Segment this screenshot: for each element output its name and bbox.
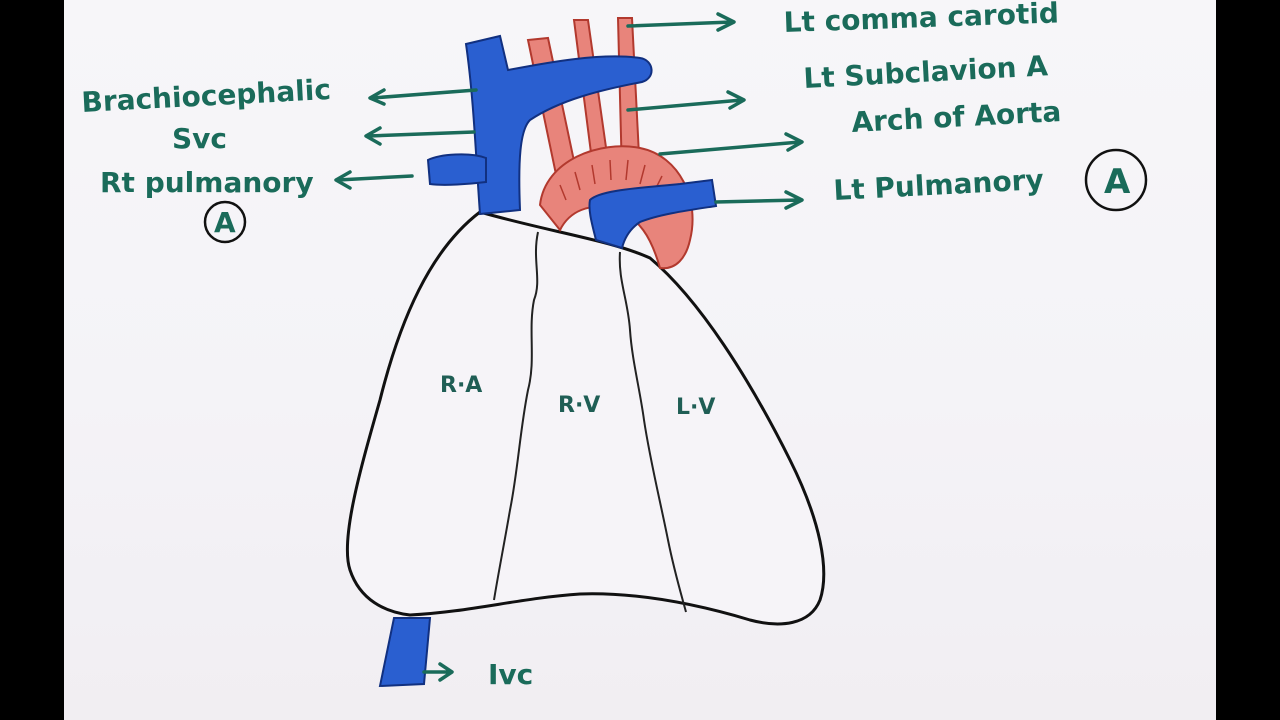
label-right-ventricle: R·V (558, 393, 600, 418)
label-lt-pulmonary: Lt Pulmanory (833, 163, 1045, 207)
label-rt-pulmonary-circle: A (214, 206, 236, 239)
left-pulmonary-artery (588, 178, 718, 250)
label-arch-of-aorta: Arch of Aorta (851, 95, 1062, 139)
heart-outline (345, 210, 826, 626)
label-lt-pulmonary-circle: A (1104, 162, 1131, 202)
letterbox-right (1216, 0, 1280, 720)
arrow-brachiocephalic (368, 88, 478, 106)
arrow-lt-subclavian (626, 90, 746, 112)
arrow-lt-common-carotid (626, 12, 736, 32)
label-left-ventricle: L·V (676, 395, 715, 420)
label-right-atrium: R·A (440, 373, 482, 398)
arrows (334, 12, 804, 682)
label-rt-pulmonary: Rt pulmanory (100, 166, 314, 199)
right-pulmonary-artery (426, 153, 487, 186)
interatrial-septum (493, 231, 539, 601)
arrow-rt-pulmonary (334, 170, 414, 190)
arrow-svc (364, 126, 476, 146)
interventricular-septum (618, 251, 687, 613)
label-ivc: Ivc (488, 658, 533, 691)
arrow-ivc (422, 662, 454, 682)
label-svc: Svc (172, 122, 227, 155)
label-lt-common-carotid: Lt comma carotid (783, 0, 1059, 39)
label-brachiocephalic: Brachiocephalic (81, 73, 332, 119)
arrow-arch-of-aorta (658, 132, 804, 156)
inferior-vena-cava (378, 617, 432, 688)
lt-pulmonary-circle (1084, 148, 1148, 212)
arrow-lt-pulmonary (714, 190, 804, 210)
letterbox-left (0, 0, 64, 720)
label-lt-subclavian: Lt Subclavion A (803, 49, 1049, 95)
rt-pulmonary-circle (203, 200, 247, 244)
